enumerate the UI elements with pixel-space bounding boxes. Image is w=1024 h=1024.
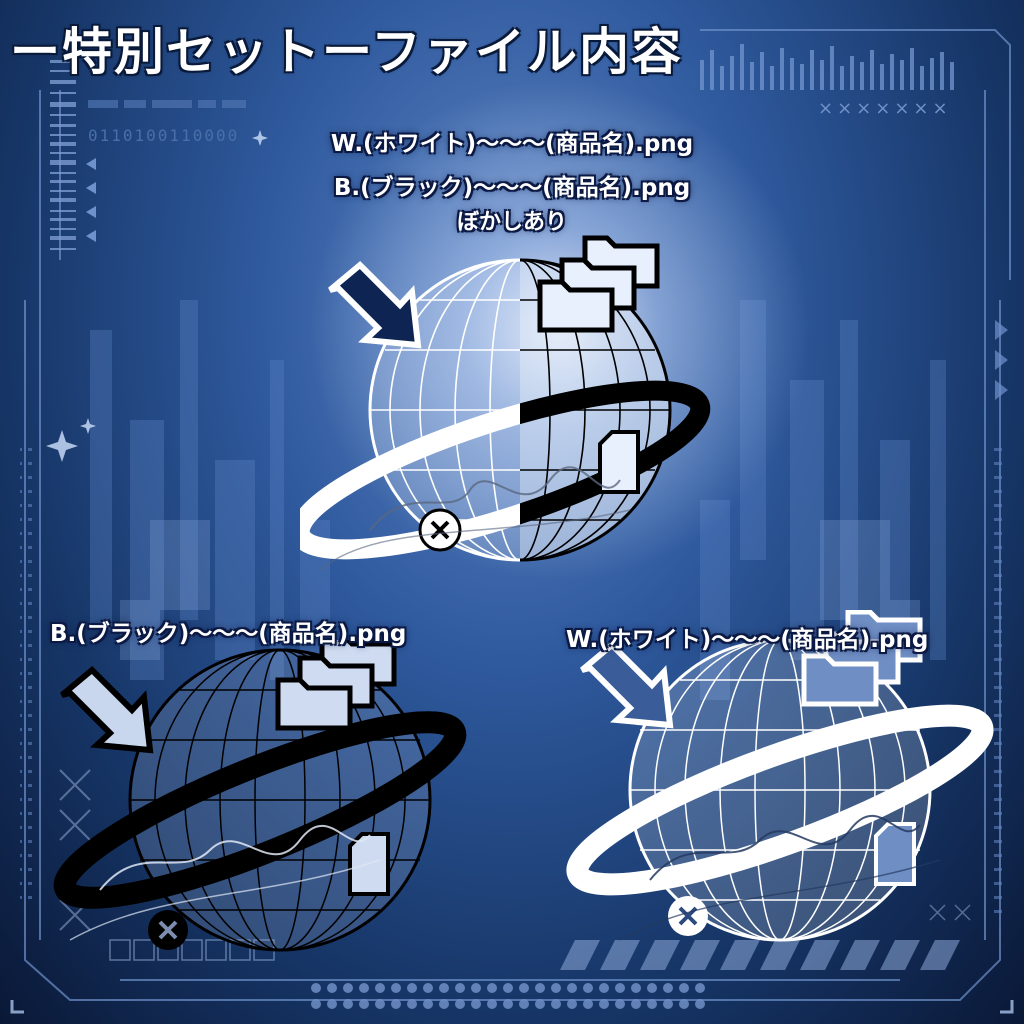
caption-blur-note: ぼかしあり <box>456 210 567 235</box>
arrow-cursor-icon <box>580 640 674 729</box>
white-globe-illustration <box>566 610 994 942</box>
caption-black-file: B.(ブラック)〜〜〜(商品名).png <box>333 175 691 201</box>
file-icon <box>598 430 640 494</box>
white-version-label: W.(ホワイト)〜〜〜(商品名).png <box>566 627 929 653</box>
file-icon <box>874 822 916 886</box>
signature-scribble <box>99 825 371 891</box>
folder-stack-icon <box>275 640 397 731</box>
combined-globe-illustration <box>300 235 711 571</box>
close-circle-icon <box>148 910 188 950</box>
binary-decor: 0110100110000 <box>88 126 240 145</box>
black-version-label: B.(ブラック)〜〜〜(商品名).png <box>50 621 407 647</box>
arrow-cursor-icon <box>60 665 154 754</box>
close-circle-icon <box>668 896 708 936</box>
folder-stack-icon <box>801 610 923 707</box>
cross-row-decor: ××××××× <box>818 98 952 119</box>
folder-stack-icon <box>537 235 660 333</box>
close-circle-icon <box>418 508 462 552</box>
caption-white-file: W.(ホワイト)〜〜〜(商品名).png <box>330 131 694 157</box>
signature-scribble <box>369 466 621 531</box>
page-title: ー特別セットーファイル内容 <box>10 23 683 81</box>
black-globe-illustration <box>53 640 467 952</box>
arrow-cursor-icon <box>328 260 422 349</box>
signature-scribble <box>649 815 921 881</box>
